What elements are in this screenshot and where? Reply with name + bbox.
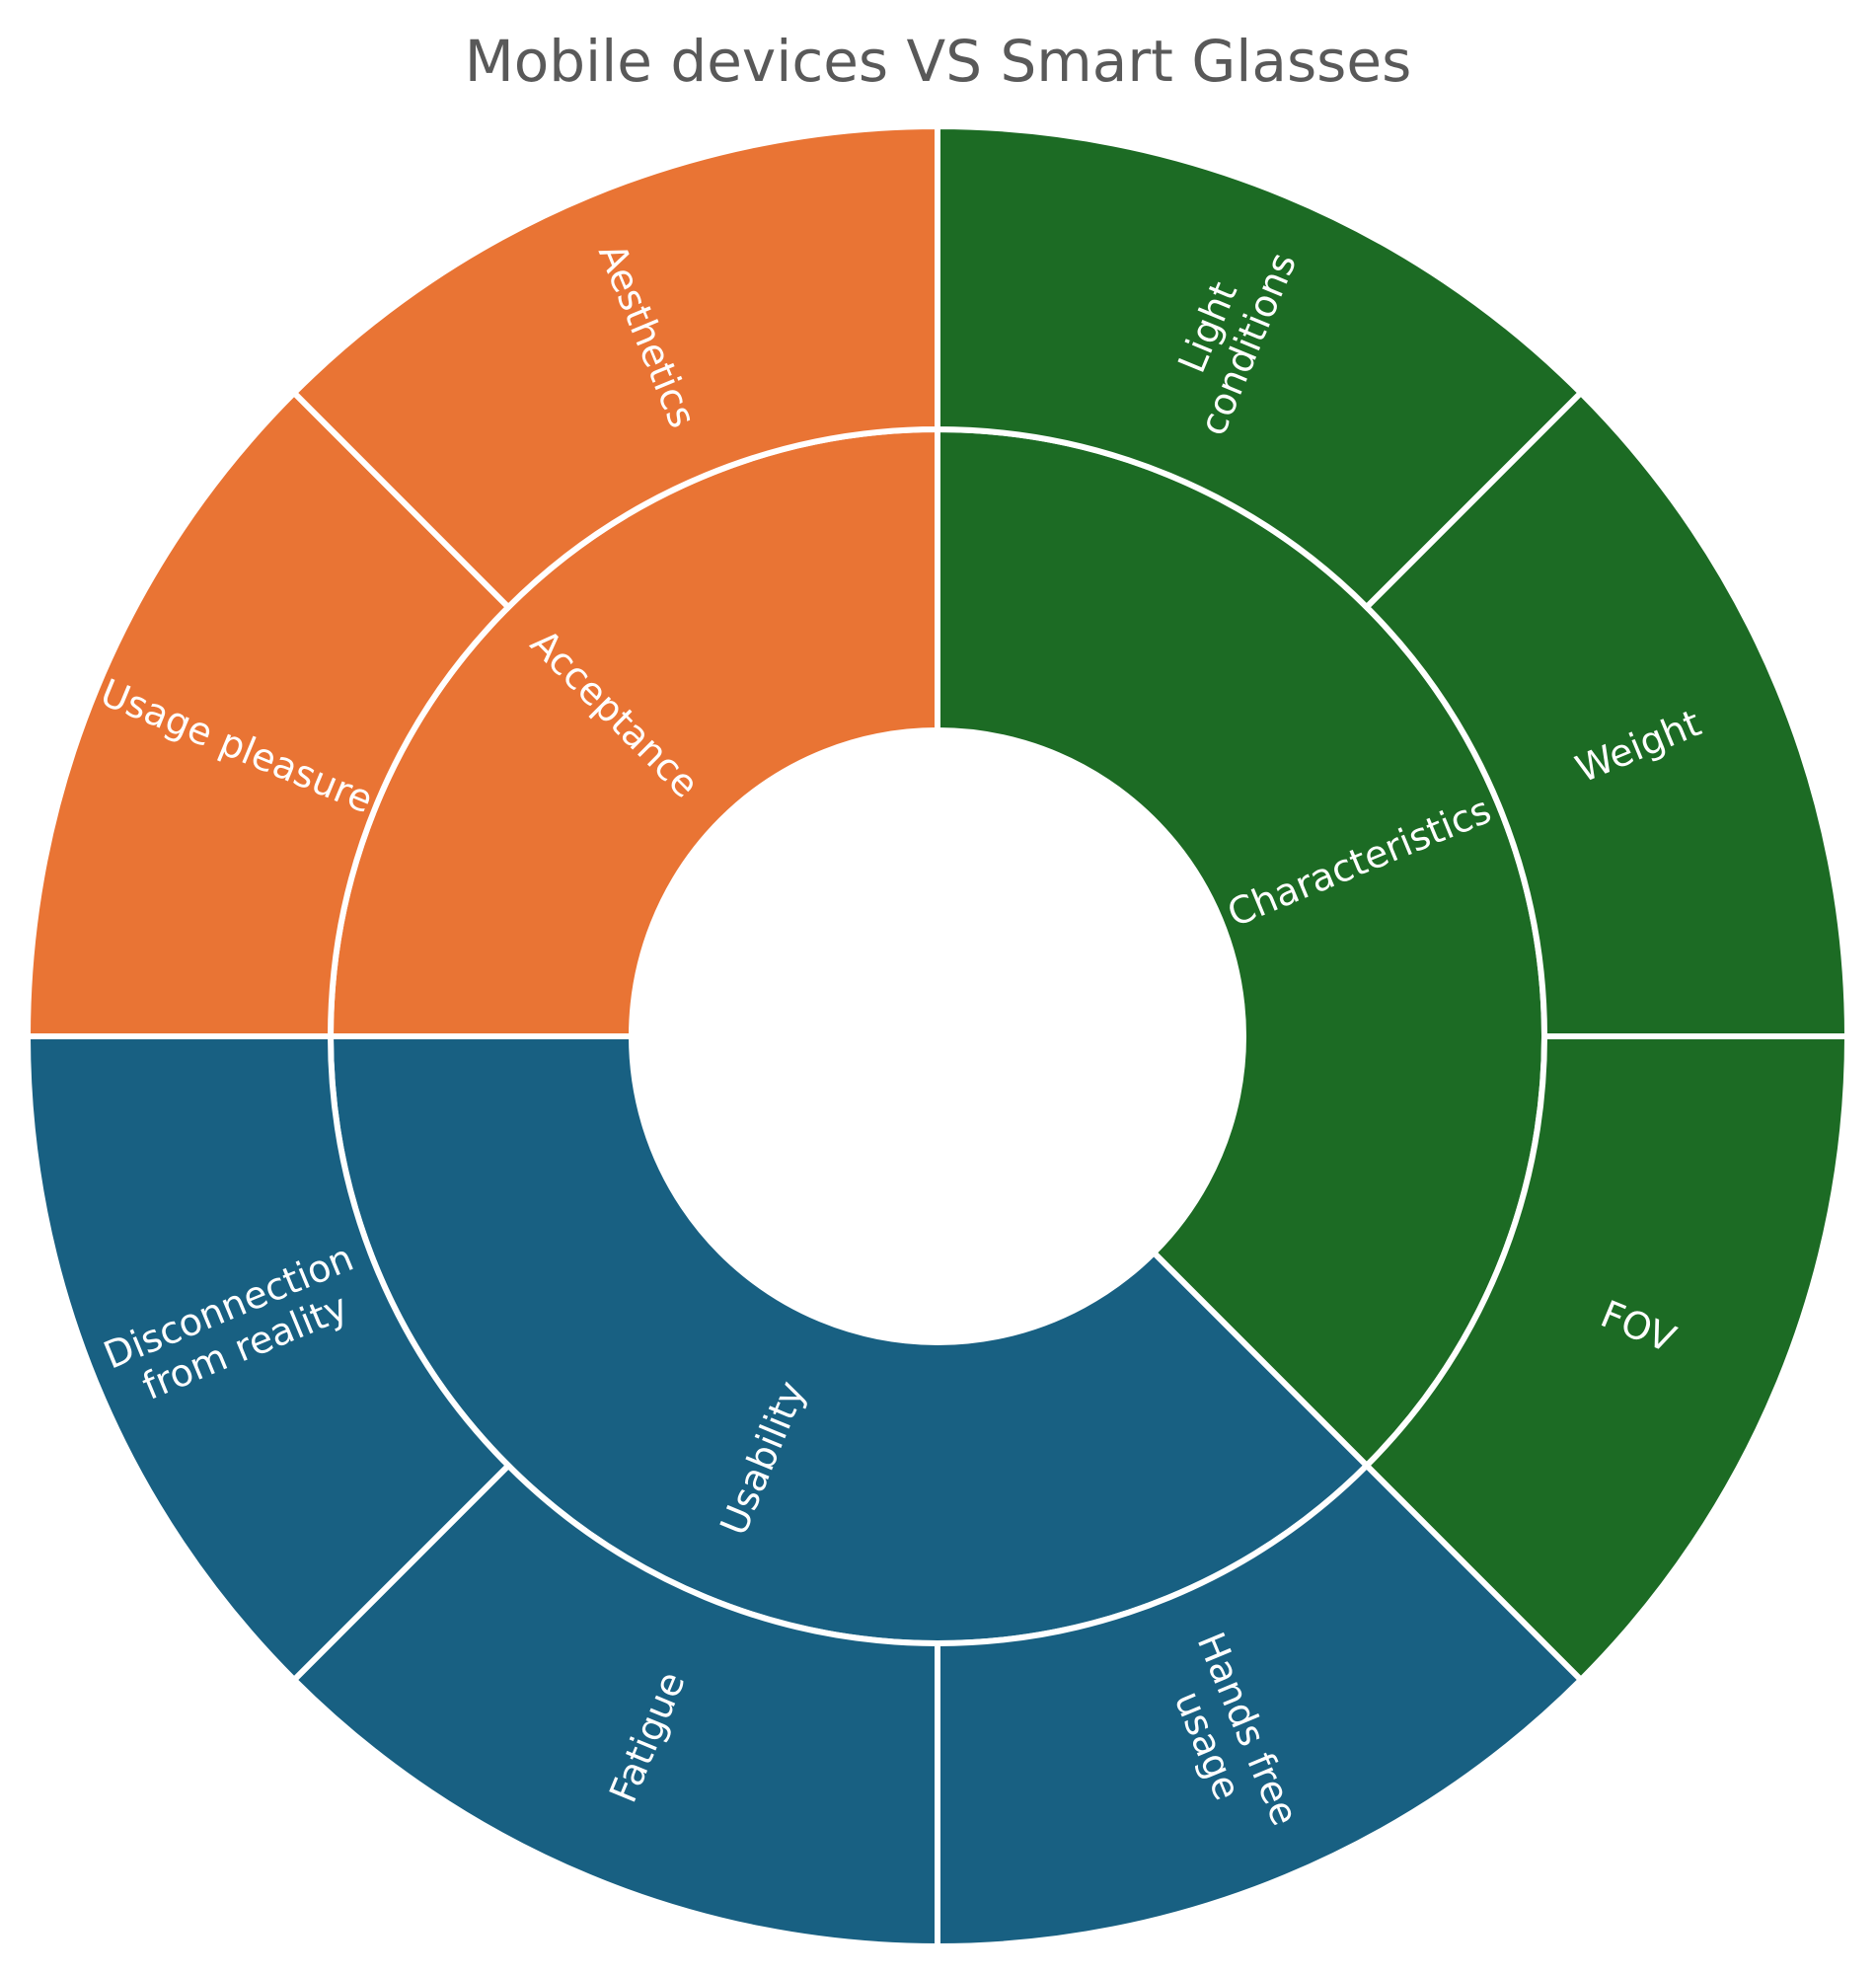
segment-usage-pleasure (24, 388, 513, 1039)
segment-aesthetics (289, 122, 940, 612)
chart-title: Mobile devices VS Smart Glasses (464, 28, 1412, 95)
segment-fatigue (289, 1461, 940, 1950)
segment-disconnection-from-reality (24, 1033, 513, 1685)
segment-weight (1362, 388, 1851, 1039)
segment-light-conditions (935, 122, 1586, 612)
segment-fov (1362, 1033, 1851, 1685)
segments-layer (24, 122, 1851, 1950)
segment-hands-free-usage (935, 1461, 1586, 1950)
